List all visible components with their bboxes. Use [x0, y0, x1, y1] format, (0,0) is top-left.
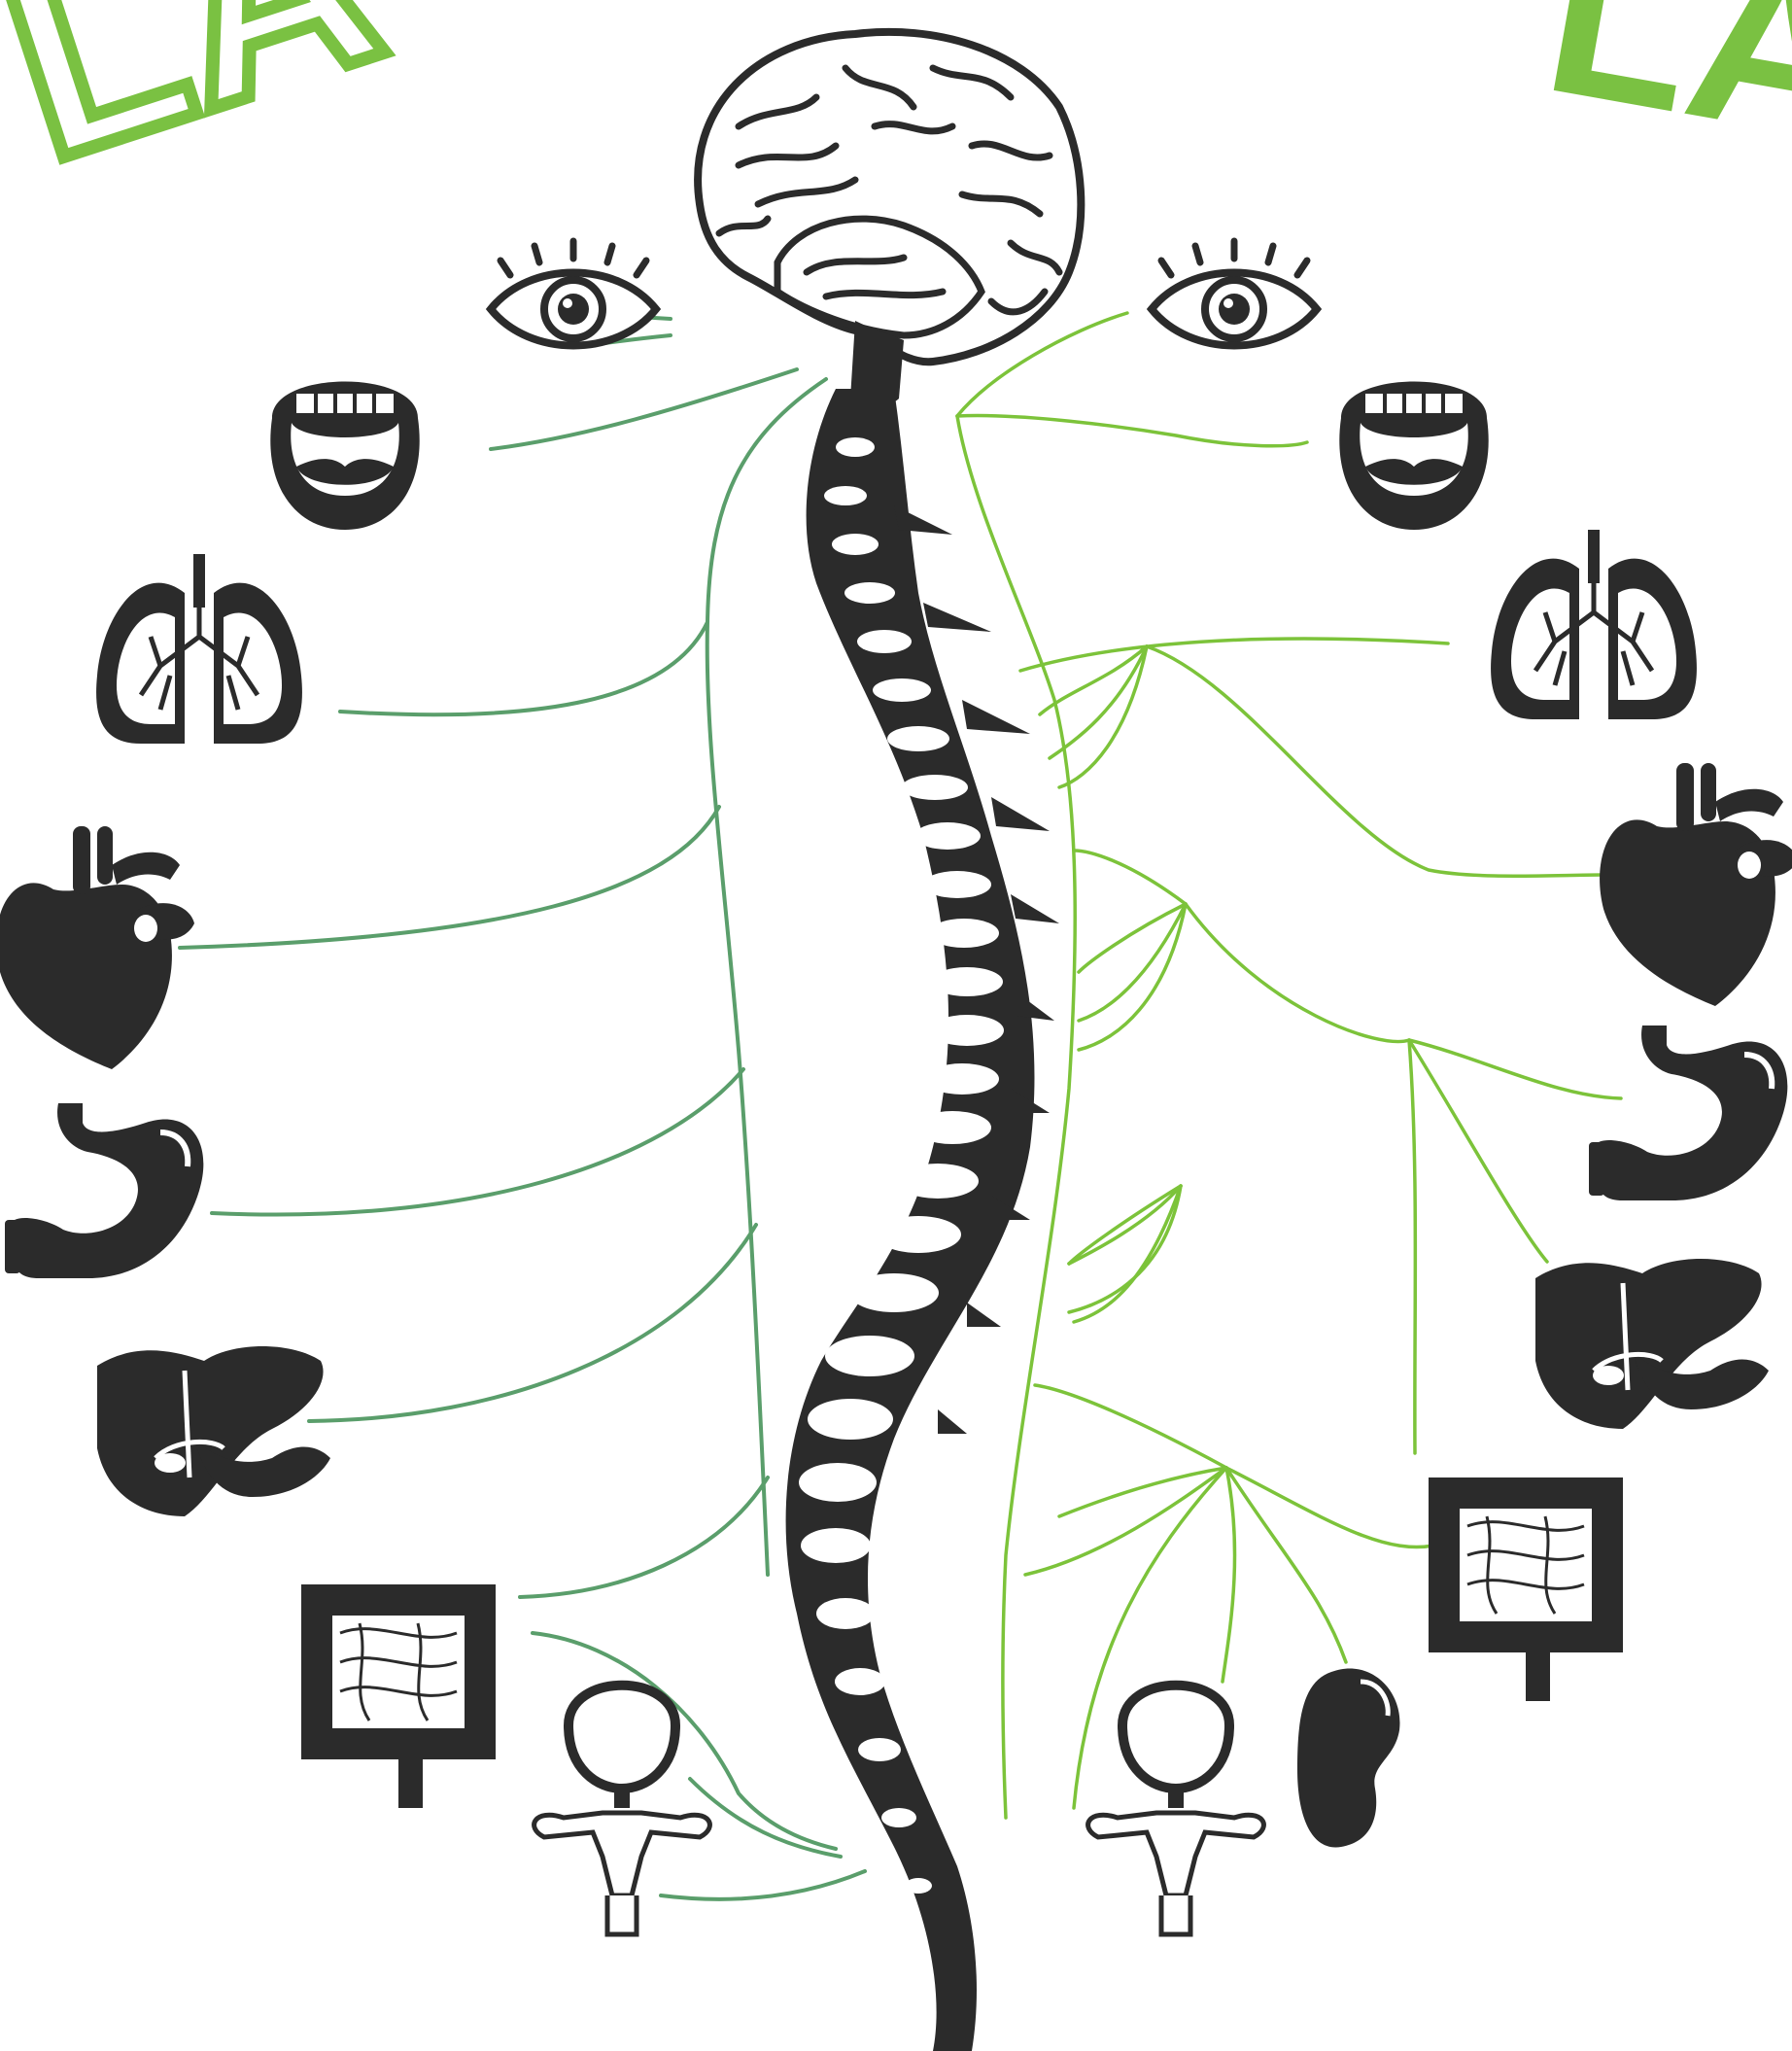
nerve-right-pelvic-2	[1025, 1468, 1226, 1575]
stomach-icon	[5, 1103, 203, 1278]
nerve-right-pelvic-1	[1059, 1468, 1226, 1516]
heart-icon	[1600, 763, 1792, 1006]
nerve-left-intestines	[520, 1477, 768, 1597]
nerve-right-pelvic-hub	[1035, 1385, 1226, 1468]
nerve-right-stomach	[1186, 904, 1621, 1098]
nerve-left-mouth	[491, 369, 797, 449]
title-right-fragment: LA	[1530, 0, 1792, 191]
nerve-right-intestine	[1226, 1468, 1433, 1547]
nerve-right-bladder	[1223, 1468, 1235, 1682]
nerve-left-heart	[180, 807, 719, 948]
eye-icon	[491, 241, 656, 346]
nerve-right-lungs	[1020, 639, 1448, 671]
bladder-uterus-icon	[1088, 1686, 1264, 1934]
title-left-fragment: LA	[0, 0, 410, 218]
brain-icon	[698, 32, 1081, 406]
liver-pancreas-icon	[1535, 1259, 1769, 1429]
intestines-icon	[301, 1584, 496, 1808]
nerve-right-branch-3	[1059, 646, 1147, 787]
left-nerves	[180, 306, 865, 1899]
heart-icon	[0, 826, 194, 1069]
mouth-icon	[270, 382, 419, 531]
nerve-left-stomach	[212, 1069, 743, 1215]
nerve-right-kidney	[1226, 1468, 1346, 1662]
kidney-icon	[1297, 1668, 1399, 1847]
nerve-right-stomach-hub	[1074, 851, 1186, 904]
stomach-icon	[1589, 1026, 1787, 1200]
nerve-right-mouth	[957, 416, 1307, 446]
eye-icon	[1152, 241, 1317, 346]
nerve-right-liver	[1409, 1040, 1547, 1262]
nerve-left-uterus	[661, 1871, 865, 1899]
nerve-right-hub-3	[1079, 904, 1186, 1050]
mouth-icon	[1339, 382, 1488, 531]
nerve-left-lungs	[340, 622, 707, 714]
nerve-left-liver	[309, 1225, 756, 1421]
liver-pancreas-icon	[97, 1346, 330, 1516]
spine-icon	[786, 389, 1059, 2051]
lungs-icon	[96, 554, 302, 744]
intestines-icon	[1429, 1477, 1623, 1701]
lungs-icon	[1491, 530, 1697, 719]
nerve-right-intestine-vertical	[1409, 1040, 1415, 1453]
